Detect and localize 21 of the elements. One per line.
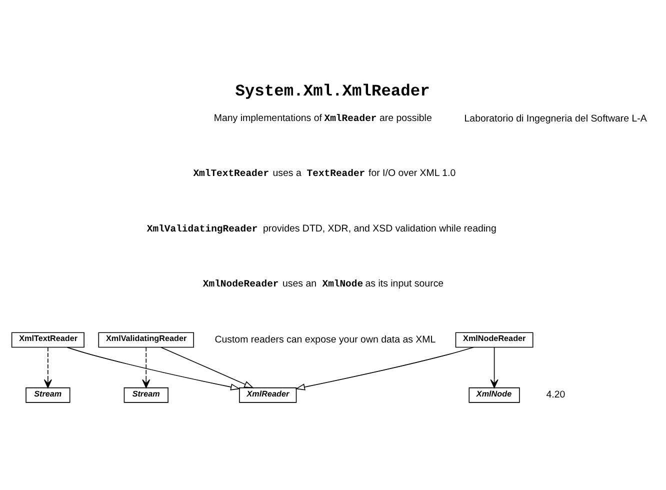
label: Many implementations of XmlReader are possible [214,112,432,124]
arrow [490,346,498,388]
diagram-title: System.Xml.XmlReader [235,82,430,101]
node-box: XmlNodeReader [455,332,534,348]
arrow [160,346,254,388]
arrow [44,346,52,388]
node-box: Stream [26,387,70,403]
label: Custom readers can expose your own data as XML [214,334,436,346]
node-box: XmlTextReader [11,332,84,348]
node-box: Stream [124,387,168,403]
node-box: XmlValidatingReader [98,332,194,348]
label: XmlTextReader uses a TextReader for I/O over XML 1.0 [193,168,456,180]
label: XmlValidatingReader provides DTD, XDR, and XSD validation while reading [146,223,496,234]
label: Laboratorio di Ingegneria del Software L-A [464,114,647,125]
arrow [66,346,240,390]
arrow [295,346,474,390]
label: XmlNodeReader uses an XmlNode as its input source [202,278,444,290]
node-box: XmlNode [468,387,520,403]
label: 4.20 [546,390,566,401]
node-box: XmlReader [239,387,297,403]
arrow [142,346,150,388]
